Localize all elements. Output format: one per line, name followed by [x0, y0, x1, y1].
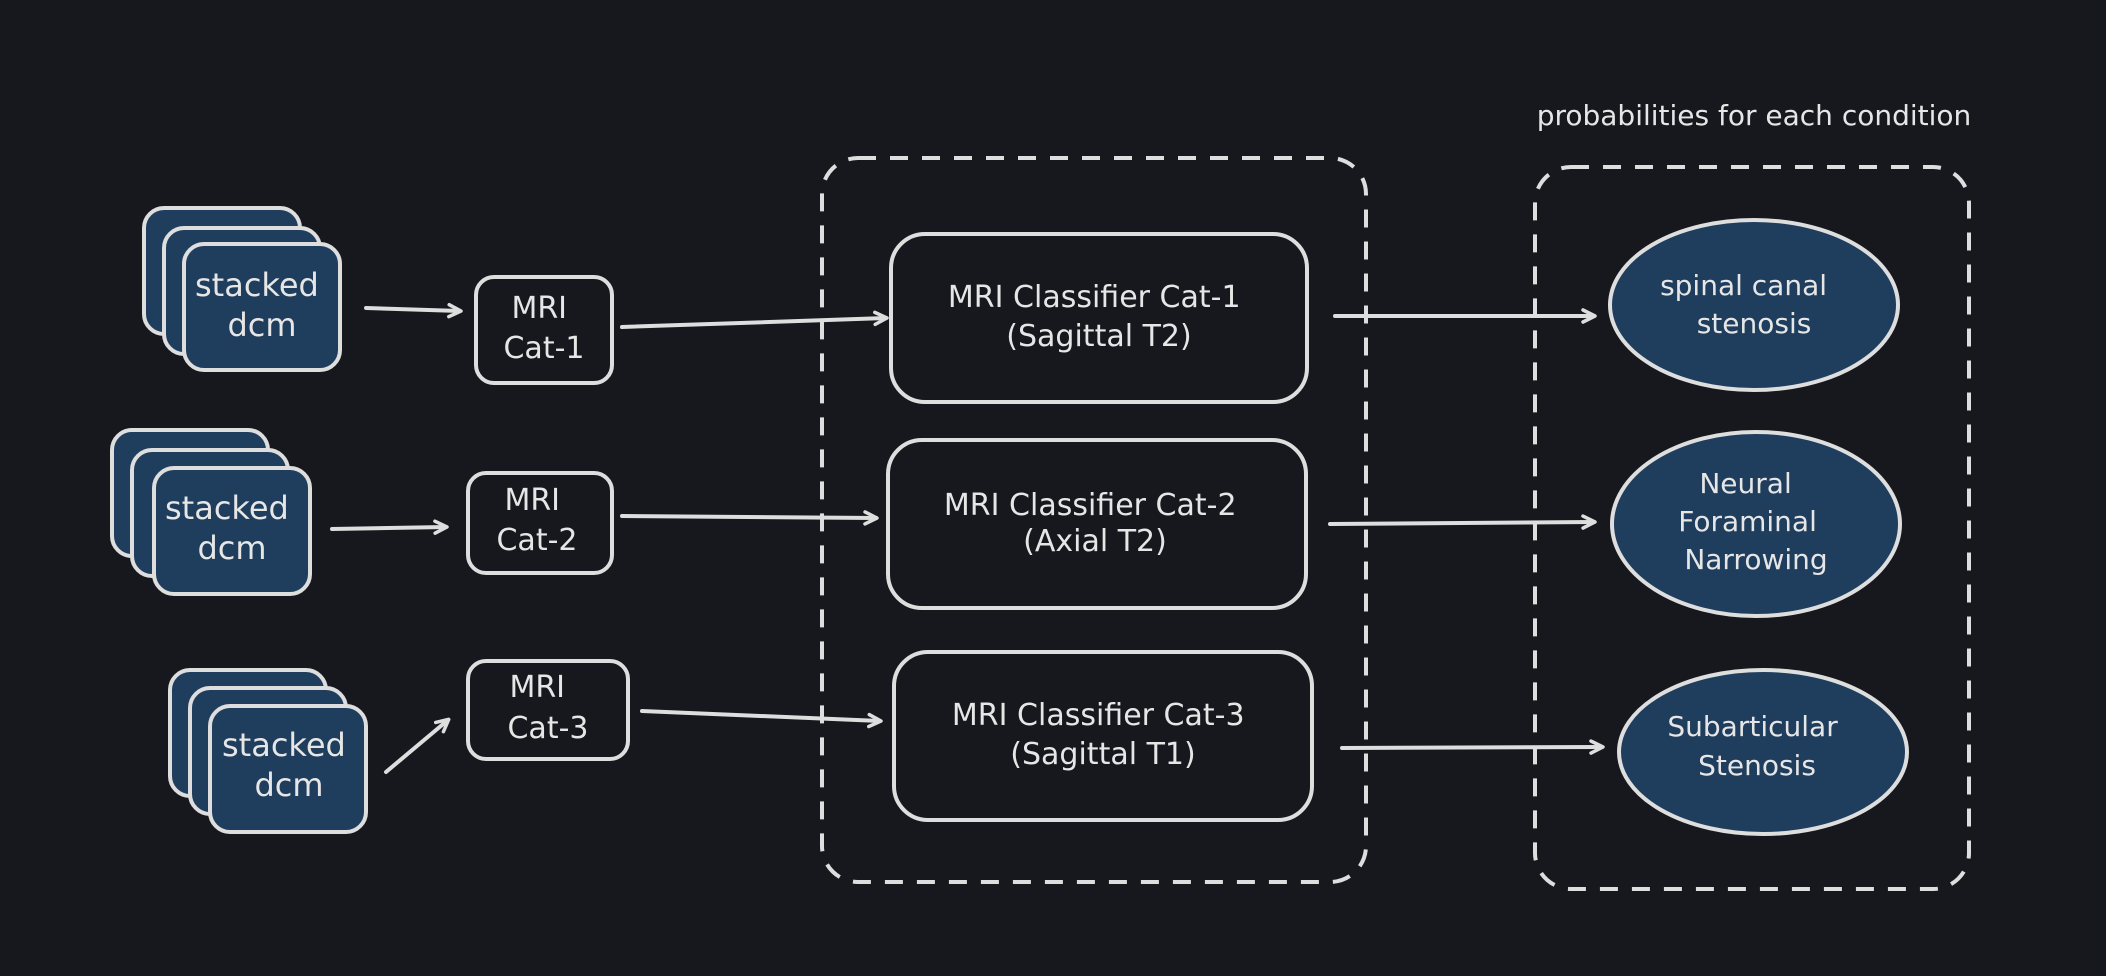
svg-text:MRI Classifier Cat-3 (Sa: MRI Classifier Cat-3 (Sagittal T1) [952, 698, 1254, 772]
svg-text:MRI Cat-2: MRI Cat-2 [496, 483, 577, 558]
condition-2: Neural Foraminal Narrowing [1610, 430, 1902, 618]
condition-3: Subarticular Stenosis [1617, 668, 1909, 836]
classifier-1-line-2: (Sagittal T2) [1006, 319, 1191, 354]
classifier-1-line-1: MRI Classifier Cat-1 [948, 280, 1241, 315]
condition-2-line-1: Neural [1699, 467, 1791, 500]
mri-category-3-line-2: Cat-3 [507, 711, 588, 746]
mri-category-3-line-1: MRI [509, 670, 565, 705]
classifier-1: MRI Classifier Cat-1 (Sagittal T2) [889, 232, 1309, 404]
svg-text:MRI Cat-1: MRI Cat-1 [503, 291, 584, 366]
input-stack-1-line-1: stacked [195, 266, 319, 304]
classifier-3-line-2: (Sagittal T1) [1010, 737, 1195, 772]
svg-text:MRI Classifier Cat-2 (Ax: MRI Classifier Cat-2 (Axial T2) [944, 488, 1246, 559]
svg-text:spinal canal stenosis: spinal canal stenosis [1660, 269, 1836, 340]
svg-text:Subarticular Stenosis: Subarticular Stenosis [1667, 710, 1846, 782]
input-stack-2-line-1: stacked [165, 489, 289, 527]
mri-category-2-line-1: MRI [504, 483, 560, 518]
svg-text:stacked dcm: stacked dcm [165, 489, 299, 567]
mri-category-1-line-1: MRI [511, 291, 567, 326]
classifier-3: MRI Classifier Cat-3 (Sagittal T1) [892, 650, 1314, 822]
input-stack-3-line-2: dcm [254, 766, 323, 804]
svg-text:stacked dcm: stacked dcm [195, 266, 329, 344]
arrow-input-2-to-cat-2 [330, 519, 449, 535]
input-stack-2: stacked dcm [110, 428, 312, 596]
svg-text:MRI Cat-3: MRI Cat-3 [507, 670, 588, 746]
conditions-group-frame [1533, 165, 1971, 891]
condition-2-line-3: Narrowing [1684, 543, 1827, 576]
arrow-input-3-to-cat-3 [384, 717, 451, 774]
classifier-group-frame [820, 156, 1368, 884]
arrow-input-1-to-cat-1 [364, 302, 463, 319]
mri-category-3: MRI Cat-3 [466, 659, 630, 761]
arrow-classifier-2-to-condition-2 [1328, 514, 1597, 530]
condition-2-line-2: Foraminal [1678, 505, 1817, 538]
svg-text:stacked dcm: stacked dcm [222, 726, 356, 804]
arrow-classifier-3-to-condition-3 [1340, 739, 1605, 755]
classifier-3-line-1: MRI Classifier Cat-3 [952, 698, 1245, 733]
input-stack-3-line-1: stacked [222, 726, 346, 764]
mri-category-1: MRI Cat-1 [474, 275, 614, 385]
input-stack-3: stacked dcm [168, 668, 368, 834]
input-stack-1-line-2: dcm [227, 306, 296, 344]
svg-text:MRI Classifier Cat-1 (Sa: MRI Classifier Cat-1 (Sagittal T2) [948, 280, 1250, 354]
svg-text:Neural Foraminal N: Neural Foraminal Narrowing [1678, 467, 1827, 576]
input-stack-1: stacked dcm [142, 206, 342, 372]
mri-category-1-line-2: Cat-1 [503, 331, 584, 366]
classifier-2: MRI Classifier Cat-2 (Axial T2) [886, 438, 1308, 610]
condition-3-line-2: Stenosis [1698, 749, 1816, 782]
arrow-cat-1-to-classifier-1 [620, 310, 889, 329]
condition-1-line-2: stenosis [1697, 307, 1812, 340]
outputs-label: probabilities for each condition [1537, 99, 1972, 132]
classifier-2-line-2: (Axial T2) [1023, 524, 1167, 559]
classifier-2-line-1: MRI Classifier Cat-2 [944, 488, 1237, 523]
arrow-cat-2-to-classifier-2 [620, 510, 879, 526]
condition-1-line-1: spinal canal [1660, 269, 1827, 302]
mri-category-2-line-2: Cat-2 [496, 523, 577, 558]
arrow-cat-3-to-classifier-3 [640, 709, 883, 729]
input-stack-2-line-2: dcm [197, 529, 266, 567]
condition-3-line-1: Subarticular [1667, 710, 1838, 743]
condition-1: spinal canal stenosis [1608, 218, 1900, 392]
mri-category-2: MRI Cat-2 [466, 471, 614, 575]
